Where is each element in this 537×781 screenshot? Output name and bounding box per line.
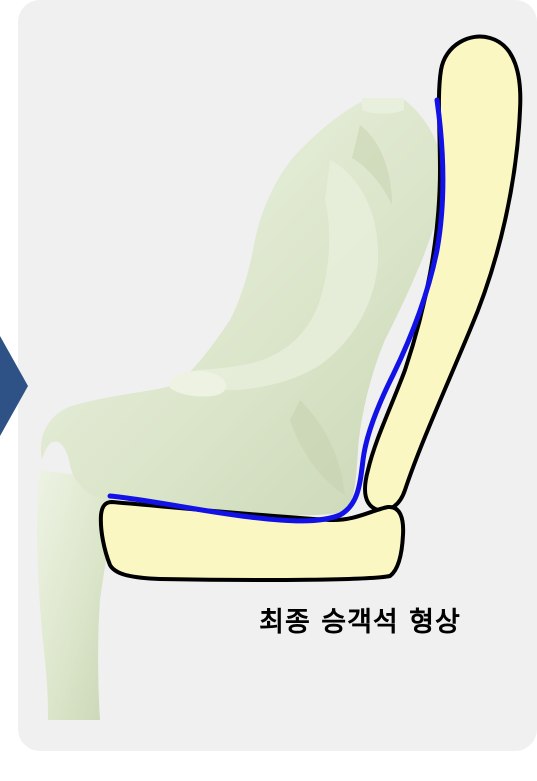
seat-cushion <box>101 502 403 580</box>
neck <box>362 98 404 114</box>
figure-caption: 최종 승객석 형상 <box>200 600 520 639</box>
